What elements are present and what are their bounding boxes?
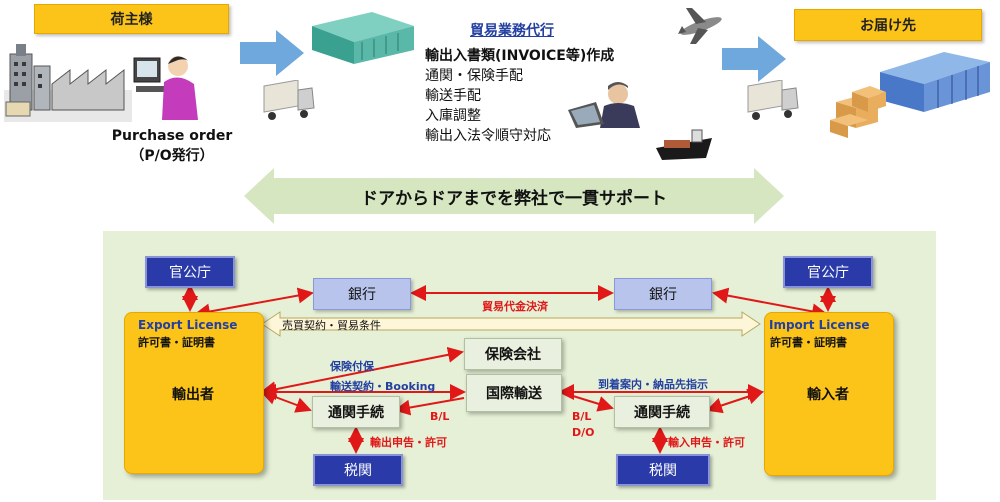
exporter-box: [124, 312, 264, 474]
importer-box: [764, 312, 894, 476]
customs-procedure-right: 通関手続: [614, 396, 710, 428]
bank-left: 銀行: [313, 278, 411, 310]
insurance-arrange-label: 保険付保: [330, 360, 374, 373]
contract-label: 売買契約・貿易条件: [282, 319, 381, 332]
agency-item: 輸送手配: [425, 88, 481, 104]
customs-office-left: 税関: [313, 454, 403, 486]
agency-title: 貿易業務代行: [470, 23, 554, 39]
exporter-license-title: Export License: [138, 318, 238, 332]
importer-license-title: Import License: [769, 318, 870, 332]
ship-icon: [656, 129, 712, 160]
gov-office-left: 官公庁: [145, 256, 235, 288]
shipper-label: 荷主様: [34, 4, 229, 34]
purchase-order-line1: Purchase order: [111, 128, 233, 144]
importer-license-sub: 許可書・証明書: [770, 336, 847, 349]
banner-text: ドアからドアまでを弊社で一貫サポート: [361, 189, 667, 209]
gov-office-right: 官公庁: [783, 256, 873, 288]
do-label: D/O: [572, 426, 595, 439]
truck-icon: [747, 80, 799, 120]
flow-arrow-icon: [722, 36, 786, 82]
warehouse-boxes-icon: [830, 52, 990, 138]
airplane-icon: [678, 8, 722, 44]
agency-item: 輸出入法令順守対応: [425, 128, 551, 144]
international-transport-box: 国際輸送: [466, 374, 562, 412]
importer-name: 輸入者: [807, 387, 849, 403]
bank-right: 銀行: [614, 278, 712, 310]
warehouse-icon: [312, 12, 414, 64]
bl-label-left: B/L: [430, 410, 450, 423]
businessman-icon: [568, 82, 640, 128]
customs-office-right: 税関: [616, 454, 710, 486]
banner-arrow: [244, 168, 784, 224]
operator-icon: [133, 56, 198, 120]
flow-arrow-icon: [240, 30, 304, 76]
factory-icon: [4, 44, 132, 122]
agency-item: 輸出入書類(INVOICE等)作成: [425, 48, 615, 64]
arrival-notice-label: 到着案内・納品先指示: [598, 378, 708, 391]
settlement-label: 貿易代金決済: [482, 300, 548, 313]
purchase-order-line2: （P/O発行）: [130, 148, 214, 164]
import-declaration-label: 輸入申告・許可: [668, 436, 745, 449]
bl-label-right: B/L: [572, 410, 592, 423]
exporter-license-sub: 許可書・証明書: [138, 336, 215, 349]
export-declaration-label: 輸出申告・許可: [370, 436, 447, 449]
agency-item: 入庫調整: [425, 108, 481, 124]
agency-item: 通関・保険手配: [425, 68, 523, 84]
customs-procedure-left: 通関手続: [312, 396, 400, 428]
truck-icon: [263, 80, 315, 120]
booking-label: 輸送契約・Booking: [330, 380, 436, 393]
insurance-company-box: 保険会社: [464, 338, 562, 370]
exporter-name: 輸出者: [172, 387, 214, 403]
destination-label: お届け先: [794, 9, 982, 41]
